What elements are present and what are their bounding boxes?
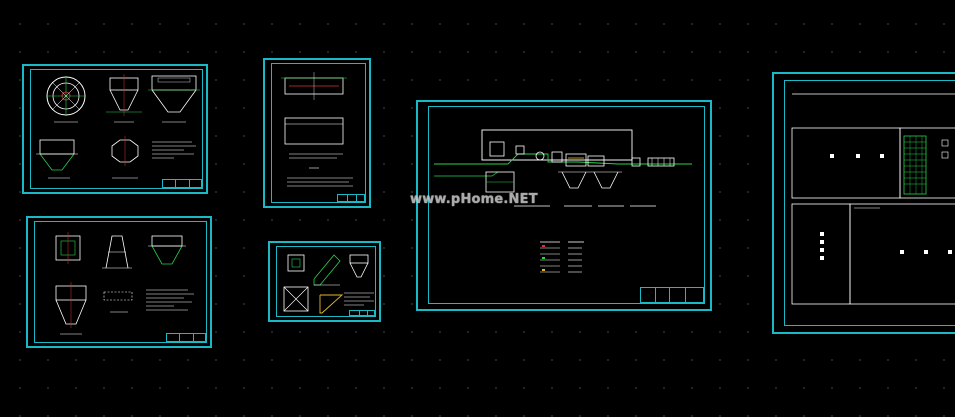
drawing-sheet-1[interactable] bbox=[22, 64, 208, 194]
sheet-4-frame bbox=[276, 246, 376, 317]
sheet-3-title-block bbox=[337, 194, 365, 202]
drawing-sheet-6[interactable] bbox=[772, 72, 955, 334]
drawing-sheet-3[interactable] bbox=[263, 58, 371, 208]
sheet-1-title-block bbox=[162, 179, 202, 188]
sheet-3-frame bbox=[271, 63, 366, 203]
sheet-5-frame bbox=[428, 106, 705, 304]
drawing-sheet-2[interactable] bbox=[26, 216, 212, 348]
sheet-2-title-block bbox=[166, 333, 206, 342]
sheet-2-frame bbox=[34, 221, 207, 343]
sheet-4-title-block bbox=[349, 310, 375, 316]
sheet-6-frame bbox=[784, 80, 955, 326]
watermark-text: www.pHome.NET bbox=[410, 192, 538, 207]
sheet-3-drawing bbox=[281, 72, 353, 187]
sheet-5-title-block bbox=[640, 287, 704, 303]
sheet-6-drawing bbox=[791, 93, 955, 305]
drawing-sheet-5[interactable] bbox=[416, 100, 712, 311]
sheet-5-drawing bbox=[434, 129, 692, 273]
sheet-4-drawing bbox=[283, 254, 374, 314]
sheet-2-drawing bbox=[55, 232, 194, 335]
sheet-1-drawing bbox=[36, 74, 200, 179]
sheet-1-frame bbox=[30, 69, 203, 189]
drawing-sheet-4[interactable] bbox=[268, 241, 381, 322]
